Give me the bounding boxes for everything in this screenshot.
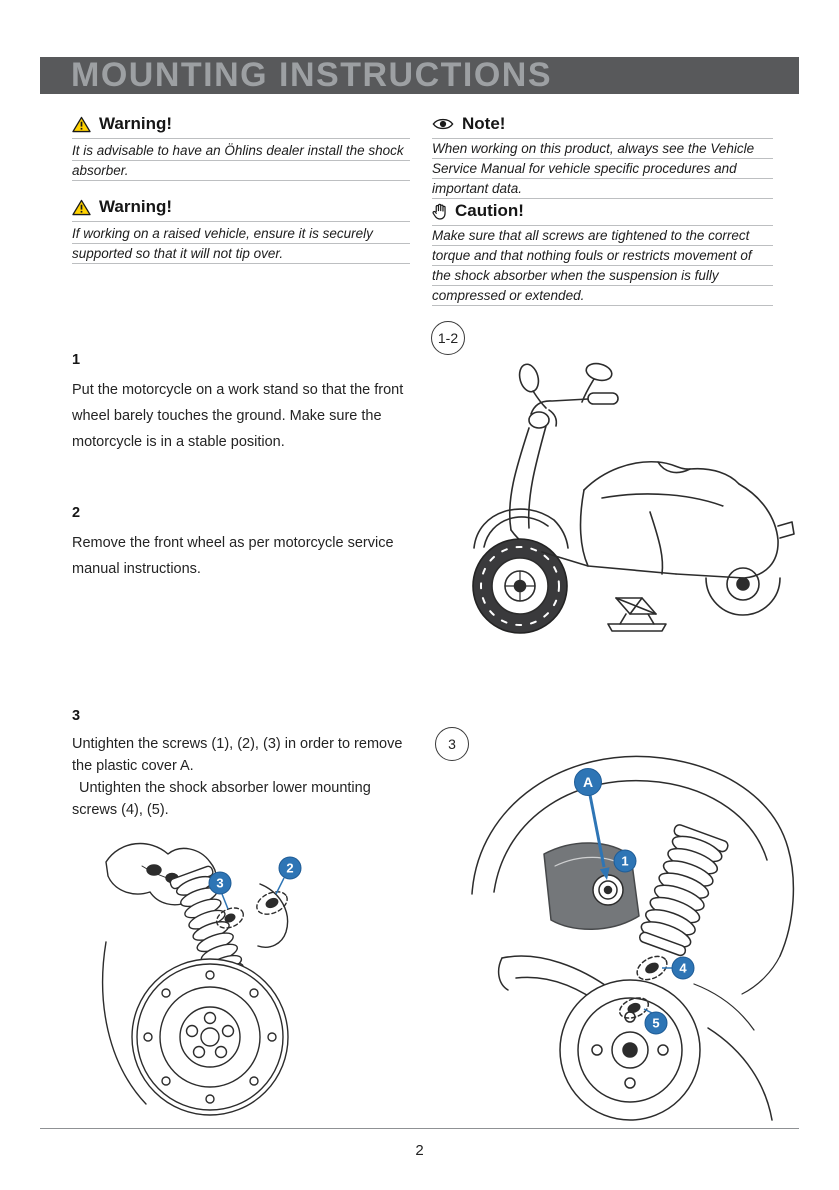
callout-2-circle bbox=[278, 856, 302, 880]
callout-5-label: 5 bbox=[652, 1016, 659, 1031]
swingarm-drawing bbox=[693, 983, 773, 1121]
screw-target-ellipses bbox=[215, 891, 288, 929]
callout-4-label: 4 bbox=[679, 961, 687, 976]
screw-2-drawing bbox=[265, 897, 279, 909]
rear-wheel-drawing bbox=[705, 567, 781, 616]
warning-1-heading: Warning! bbox=[99, 114, 173, 133]
page-title: MOUNTING INSTRUCTIONS bbox=[71, 56, 553, 94]
step-1-number: 1 bbox=[72, 352, 81, 368]
step-3-text-2: Untighten the shock absorber lower mount… bbox=[72, 780, 371, 818]
callout-3-circle bbox=[208, 871, 232, 895]
front-coil-spring-drawing bbox=[638, 824, 729, 957]
screw-4-drawing bbox=[645, 962, 659, 974]
warning-2-heading: Warning! bbox=[99, 197, 173, 216]
front-fender-drawing bbox=[473, 508, 569, 549]
front-detail-callouts: A 1 4 5 bbox=[574, 768, 695, 1035]
figure-1-2-label: 1-2 bbox=[431, 321, 465, 355]
callout-a-circle bbox=[574, 768, 602, 796]
body-edge-drawing bbox=[101, 941, 147, 1105]
caution-body: Make sure that all screws are tightened … bbox=[432, 226, 773, 306]
scooter-illustration bbox=[472, 362, 795, 634]
note-heading: Note! bbox=[462, 114, 506, 133]
callout-3-label: 3 bbox=[216, 876, 223, 891]
warning-triangle-icon bbox=[72, 199, 91, 216]
footer-divider bbox=[40, 1128, 799, 1129]
screw-5-drawing bbox=[627, 1002, 641, 1014]
wheel-hub-drawing bbox=[559, 979, 701, 1121]
caution-heading: Caution! bbox=[455, 201, 524, 220]
fender-drawing bbox=[471, 755, 795, 995]
mirrors-drawing bbox=[518, 362, 613, 409]
warning-triangle-icon bbox=[72, 116, 91, 133]
caliper-drawing bbox=[257, 883, 289, 948]
header-band: MOUNTING INSTRUCTIONS bbox=[40, 57, 799, 94]
callout-2-label: 2 bbox=[286, 861, 293, 876]
warning-1-body: It is advisable to have an Öhlins dealer… bbox=[72, 141, 410, 181]
figure-1-2-label-text: 1-2 bbox=[437, 330, 459, 346]
caution-heading-row: Caution! bbox=[432, 201, 773, 226]
screw-1-drawing bbox=[592, 874, 624, 906]
callout-5-circle bbox=[644, 1011, 668, 1035]
rear-shock-detail-illustration: 2 3 bbox=[101, 842, 302, 1116]
step-3-number: 3 bbox=[72, 708, 81, 724]
warning-1-heading-row: Warning! bbox=[72, 114, 410, 139]
work-stand-drawing bbox=[607, 597, 667, 632]
callout-4-circle bbox=[671, 956, 695, 980]
brake-disc-drawing bbox=[131, 958, 289, 1116]
front-wheel-drawing bbox=[472, 538, 568, 634]
front-fork-detail-illustration: A 1 4 5 bbox=[471, 755, 795, 1121]
callout-1-label: 1 bbox=[621, 854, 628, 869]
screw-3-drawing bbox=[224, 913, 236, 923]
warning-2-body: If working on a raised vehicle, ensure i… bbox=[72, 224, 410, 264]
figure-3-label: 3 bbox=[435, 727, 469, 761]
note-body: When working on this product, always see… bbox=[432, 139, 773, 199]
callout-a-label: A bbox=[583, 774, 593, 790]
step-1-text: Put the motorcycle on a work stand so th… bbox=[72, 382, 404, 450]
body-seat-drawing bbox=[541, 460, 795, 579]
step-2-text: Remove the front wheel as per motorcycle… bbox=[72, 535, 394, 577]
front-shield-drawing bbox=[508, 425, 547, 553]
note-heading-row: Note! bbox=[432, 114, 773, 139]
step-2-number: 2 bbox=[72, 505, 81, 521]
eye-icon bbox=[432, 117, 454, 131]
handlebar-drawing bbox=[528, 392, 619, 429]
rear-detail-callouts: 2 3 bbox=[208, 856, 302, 910]
warning-2-heading-row: Warning! bbox=[72, 197, 410, 222]
callout-1-circle bbox=[613, 849, 637, 873]
screw-target-ellipses bbox=[618, 955, 668, 1019]
hand-icon bbox=[432, 203, 447, 220]
page-number: 2 bbox=[415, 1142, 424, 1159]
step-3-text-1: Untighten the screws (1), (2), (3) in or… bbox=[72, 736, 403, 774]
figure-3-label-text: 3 bbox=[448, 736, 456, 752]
